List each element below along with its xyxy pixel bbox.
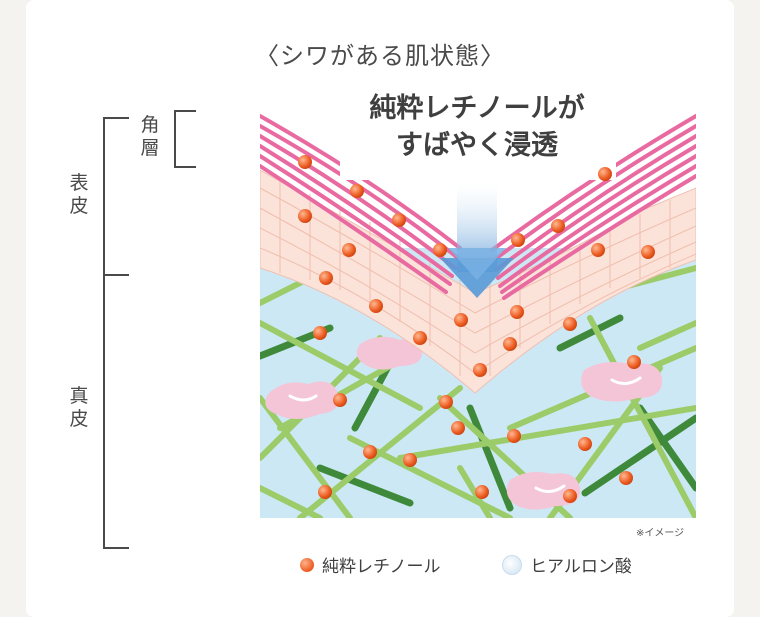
epidermis-bracket — [103, 117, 129, 276]
hyaluronic-acid — [265, 336, 663, 510]
headline-line2: すばやく浸透 — [396, 130, 558, 161]
dermis-bracket — [103, 272, 129, 549]
legend-hyaluronic: ヒアルロン酸 — [502, 552, 632, 577]
stratum-corneum — [260, 114, 696, 300]
skin-diagram — [260, 108, 696, 518]
penetration-arrow — [440, 182, 514, 298]
headline-line1: 純粋レチノールが — [369, 93, 585, 124]
stratum-corneum-bracket — [174, 110, 196, 168]
retinol-particles — [298, 155, 655, 503]
legend-hyaluronic-label: ヒアルロン酸 — [530, 557, 632, 577]
headline: 純粋レチノールが すばやく浸透 — [318, 90, 636, 164]
page-title: 〈シワがある肌状態〉 — [255, 42, 505, 70]
stratum-corneum-label: 角層 — [140, 114, 160, 159]
dermis-label: 真皮 — [69, 385, 89, 430]
epidermis-label: 表皮 — [69, 172, 89, 217]
legend-retinol-label: 純粋レチノール — [322, 557, 441, 577]
hyaluronic-dot-icon — [502, 554, 522, 575]
retinol-dot-icon — [300, 557, 314, 572]
image-note: ※イメージ — [636, 528, 685, 539]
legend-retinol: 純粋レチノール — [300, 552, 441, 577]
